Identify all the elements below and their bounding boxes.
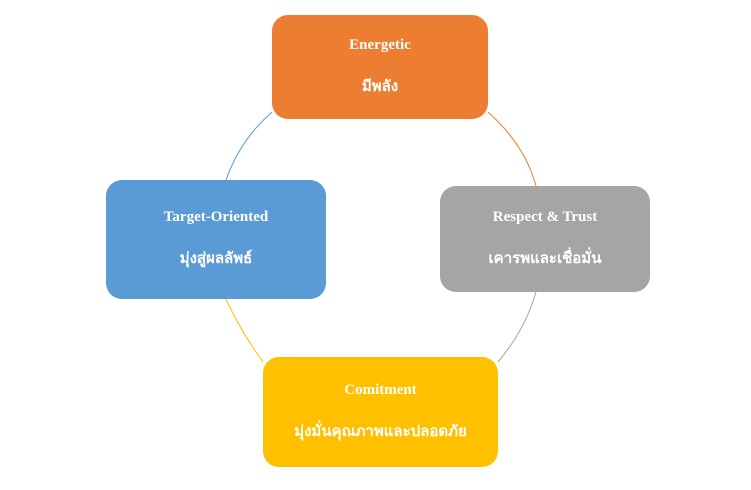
node-title: Target-Oriented [163,209,269,225]
node-comitment: Comitment มุ่งมั่นคุณภาพและปลอดภัย [263,357,498,467]
node-title: Respect & Trust [492,208,598,225]
connector-target-energetic [225,111,273,181]
node-respect-trust: Respect & Trust เคารพและเชื่อมั่น [440,186,650,292]
connector-energetic-respect [487,111,537,187]
connector-respect-commit [497,291,537,363]
node-title: Energetic [349,36,411,53]
node-title: Comitment [344,381,417,398]
node-subtitle: มีพลัง [361,76,399,95]
node-energetic: Energetic มีพลัง [272,15,488,119]
node-target-oriented: Target-Oriented มุ่งสู่ผลลัพธ์ [106,180,326,299]
node-subtitle: มุ่งมั่นคุณภาพและปลอดภัย [294,421,467,440]
node-subtitle: เคารพและเชื่อมั่น [488,248,602,267]
connector-commit-target [225,298,264,363]
node-subtitle: มุ่งสู่ผลลัพธ์ [179,249,253,267]
